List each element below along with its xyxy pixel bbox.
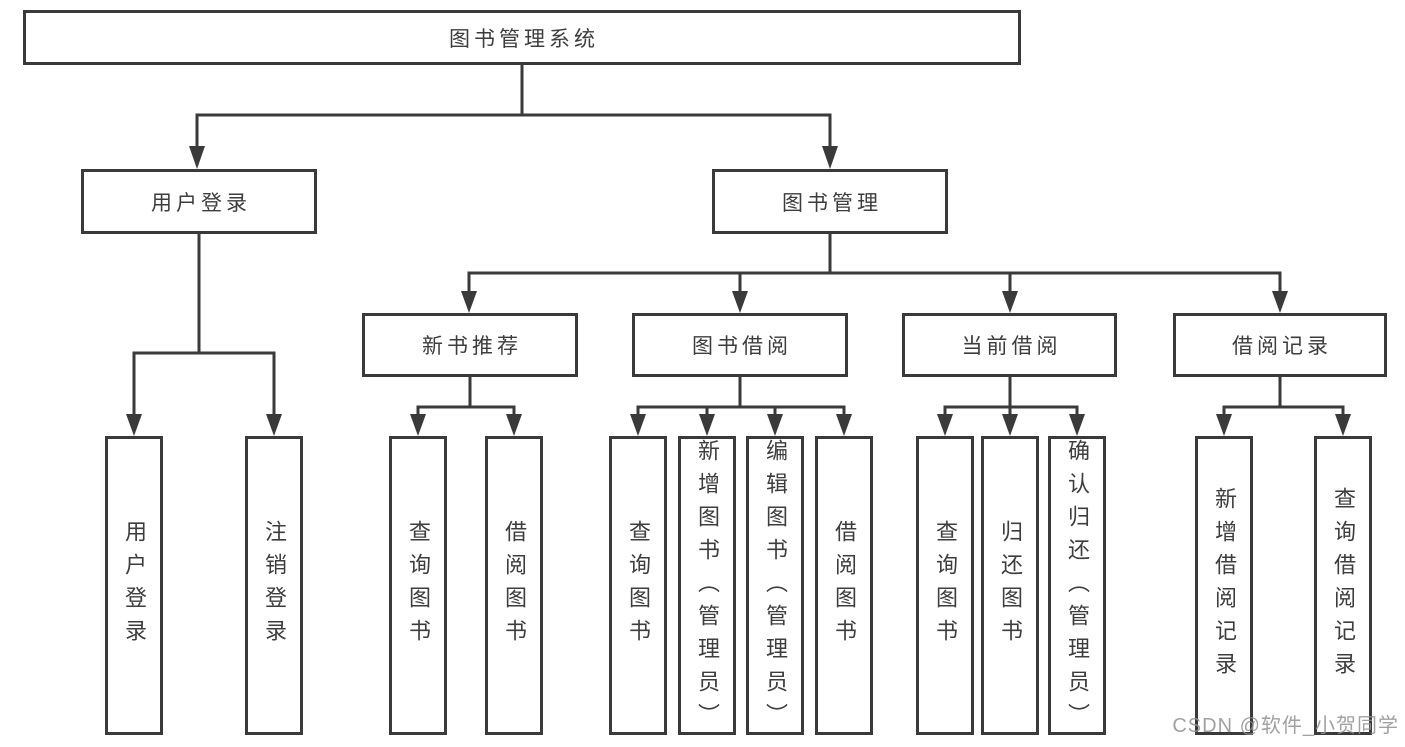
node-user-login-branch-label: 用户登录 xyxy=(151,191,251,215)
leaf-rec-add-record: 新增借阅记录 xyxy=(1195,436,1253,735)
leaf-nb-query-books: 查询图书 xyxy=(389,436,447,735)
leaf-user-login-label: 用户登录 xyxy=(122,519,147,652)
leaf-bb-query-books: 查询图书 xyxy=(609,436,667,735)
node-current-borrow-label: 当前借阅 xyxy=(961,335,1062,358)
leaf-cb-query-books: 查询图书 xyxy=(916,436,974,735)
node-current-borrow: 当前借阅 xyxy=(902,313,1117,377)
leaf-cb-query-books-label: 查询图书 xyxy=(933,519,958,652)
node-book-management-branch: 图书管理 xyxy=(712,169,948,234)
leaf-logout-label: 注销登录 xyxy=(262,519,287,652)
leaf-bb-edit-books-admin: 编辑图书（管理员） xyxy=(746,436,804,735)
leaf-nb-borrow-books-label: 借阅图书 xyxy=(502,519,527,652)
leaf-bb-borrow-books: 借阅图书 xyxy=(815,436,873,735)
leaf-rec-query-record: 查询借阅记录 xyxy=(1314,436,1372,735)
node-borrow-records: 借阅记录 xyxy=(1173,313,1387,377)
leaf-cb-return-books: 归还图书 xyxy=(981,436,1039,735)
leaf-bb-borrow-books-label: 借阅图书 xyxy=(832,519,857,652)
leaf-cb-confirm-return-admin: 确认归还（管理员） xyxy=(1048,436,1106,735)
node-book-borrow-label: 图书借阅 xyxy=(692,335,792,358)
node-user-login-branch: 用户登录 xyxy=(81,169,317,234)
node-root-label: 图书管理系统 xyxy=(449,27,599,51)
leaf-cb-return-books-label: 归还图书 xyxy=(998,519,1023,652)
node-root-system: 图书管理系统 xyxy=(23,10,1021,65)
leaf-bb-add-books-admin-label: 新增图书（管理员） xyxy=(695,439,720,735)
leaf-nb-borrow-books: 借阅图书 xyxy=(485,436,543,735)
leaf-bb-edit-books-admin-label: 编辑图书（管理员） xyxy=(763,439,788,735)
leaf-cb-confirm-return-admin-label: 确认归还（管理员） xyxy=(1065,439,1090,735)
node-borrow-records-label: 借阅记录 xyxy=(1232,335,1332,358)
leaf-rec-add-record-label: 新增借阅记录 xyxy=(1212,486,1237,685)
leaf-user-login: 用户登录 xyxy=(105,436,163,735)
node-book-borrow: 图书借阅 xyxy=(632,313,848,377)
node-new-book-recommend: 新书推荐 xyxy=(362,313,578,377)
node-book-management-label: 图书管理 xyxy=(782,191,882,215)
leaf-logout: 注销登录 xyxy=(245,436,303,735)
leaf-bb-query-books-label: 查询图书 xyxy=(626,519,651,652)
leaf-rec-query-record-label: 查询借阅记录 xyxy=(1331,486,1356,685)
node-new-book-recommend-label: 新书推荐 xyxy=(422,335,522,358)
leaf-bb-add-books-admin: 新增图书（管理员） xyxy=(678,436,736,735)
leaf-nb-query-books-label: 查询图书 xyxy=(406,519,431,652)
